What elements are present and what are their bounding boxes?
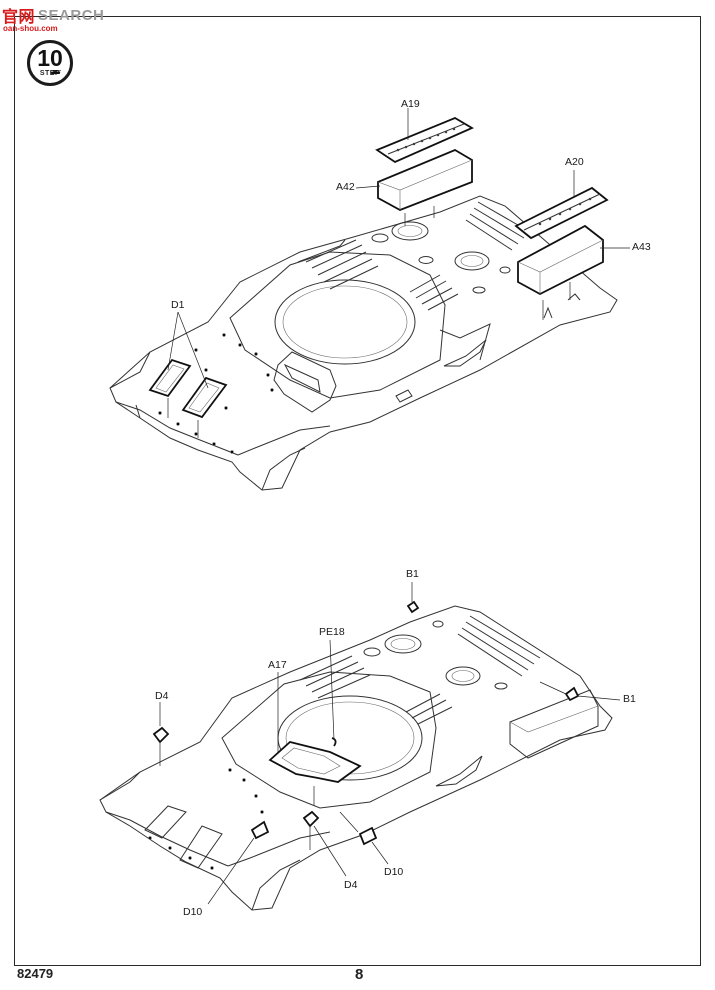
step-label: STEP	[39, 70, 61, 77]
callout-pe18: PE18	[319, 626, 345, 638]
callout-a19: A19	[401, 98, 420, 110]
callout-d10-right: D10	[384, 866, 404, 878]
part-a20-a43-box	[514, 170, 630, 320]
page-number: 8	[355, 966, 364, 983]
part-d1-pair	[148, 311, 228, 438]
callout-d1: D1	[171, 299, 185, 311]
upper-hull-bottom-view	[99, 605, 613, 911]
callout-a20: A20	[565, 156, 584, 168]
part-a17-visor	[268, 639, 362, 806]
kit-number: 82479	[17, 966, 54, 981]
callout-d4-bottom: D4	[344, 879, 358, 891]
small-parts-bottom	[152, 582, 621, 905]
page-frame	[14, 16, 701, 966]
step-number: 10	[37, 45, 63, 71]
step-badge: 10 STEP	[27, 40, 73, 86]
upper-hull-top-view	[109, 195, 618, 491]
callout-a43: A43	[632, 241, 651, 253]
callout-d4-left: D4	[155, 690, 169, 702]
watermark-cn: 官网	[2, 9, 36, 26]
callout-b1-top: B1	[406, 568, 419, 580]
site-watermark: 官网 SEARCH	[2, 3, 104, 27]
callout-a17: A17	[268, 659, 287, 671]
tank-icon	[50, 70, 61, 74]
watermark-url: oan-shou.com	[3, 24, 58, 33]
part-a19-a42-box	[355, 108, 474, 226]
callout-d10-bottom: D10	[183, 906, 203, 918]
watermark-en: SEARCH	[38, 6, 105, 24]
callout-a42: A42	[336, 181, 355, 193]
callout-b1-right: B1	[623, 693, 636, 705]
